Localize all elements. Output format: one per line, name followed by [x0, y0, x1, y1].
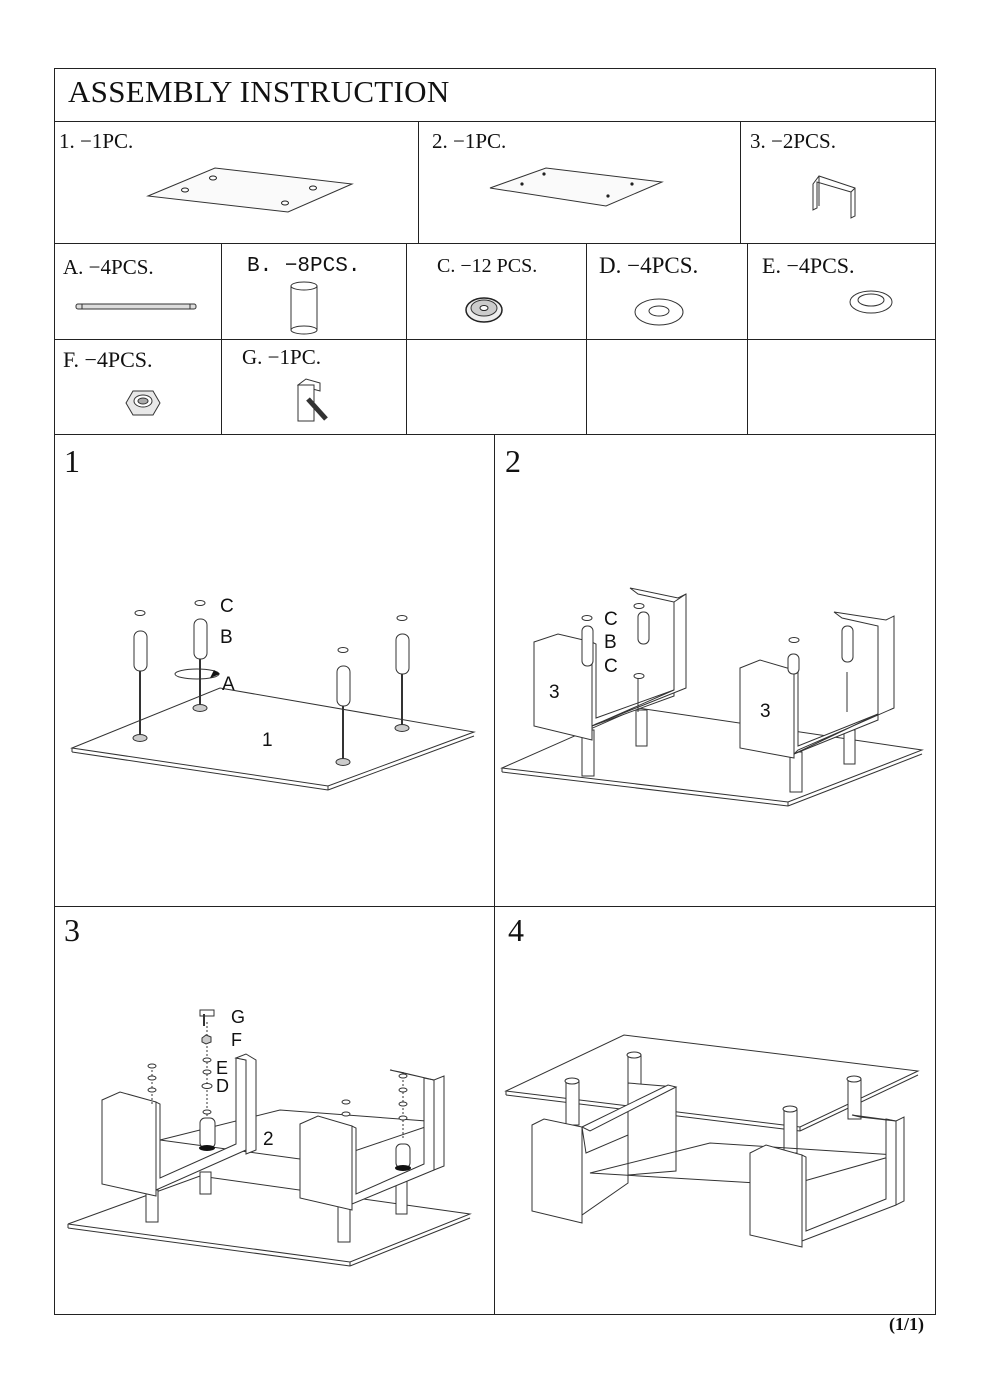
- side-frame-illustration: [805, 170, 865, 225]
- callout-part-1: 1: [262, 730, 273, 751]
- step-2-illustration: [498, 580, 928, 810]
- hardware-f-label: F. −4PCS.: [63, 347, 153, 372]
- hardware-d-label: D. −4PCS.: [599, 253, 699, 278]
- divider: [740, 121, 741, 243]
- divider: [747, 243, 748, 434]
- divider: [494, 434, 495, 1315]
- hardware-c-label: C. −12 PCS.: [437, 255, 538, 277]
- tube-spacer-illustration: [285, 278, 325, 338]
- hex-wrench-illustration: [288, 375, 333, 427]
- hardware-a-label: A. −4PCS.: [63, 255, 154, 279]
- step-2-number: 2: [505, 443, 521, 479]
- divider: [54, 243, 936, 244]
- callout-c: C: [220, 596, 234, 617]
- step-3-illustration: [60, 1000, 490, 1272]
- divider: [54, 906, 936, 907]
- divider: [54, 339, 936, 340]
- divider: [221, 243, 222, 434]
- flat-washer-illustration: [630, 294, 688, 330]
- callout-e: E: [216, 1058, 229, 1078]
- instruction-sheet-frame: [54, 68, 936, 1315]
- callout-c: C: [604, 609, 618, 630]
- callout-f: F: [231, 1030, 242, 1050]
- divider: [418, 121, 419, 243]
- hardware-g-label: G. −1PC.: [242, 345, 321, 369]
- callout-c: C: [604, 656, 618, 677]
- step-3-number: 3: [64, 912, 80, 948]
- step-4-illustration: [500, 1025, 925, 1225]
- callout-part-3-right: 3: [760, 701, 771, 722]
- step-1-number: 1: [64, 443, 80, 479]
- step-4-number: 4: [508, 912, 524, 948]
- part-2-label: 2. −1PC.: [432, 129, 507, 153]
- part-1-label: 1. −1PC.: [59, 129, 134, 153]
- hardware-e-label: E. −4PCS.: [762, 253, 855, 278]
- hardware-b-label: B. −8PCS.: [247, 255, 361, 278]
- page-title: ASSEMBLY INSTRUCTION: [68, 74, 450, 109]
- callout-d: D: [216, 1076, 229, 1096]
- part-3-label: 3. −2PCS.: [750, 129, 836, 153]
- hex-nut-illustration: [118, 385, 168, 421]
- divider: [406, 243, 407, 434]
- divider: [54, 121, 936, 122]
- threaded-rod-illustration: [72, 300, 200, 314]
- callout-part-2: 2: [263, 1129, 274, 1150]
- rubber-washer-illustration: [460, 292, 508, 328]
- callout-part-3-left: 3: [549, 682, 560, 703]
- step-1-illustration: [60, 590, 490, 800]
- divider: [586, 243, 587, 434]
- callout-g: G: [231, 1007, 246, 1027]
- divider: [54, 434, 936, 435]
- small-washer-illustration: [845, 287, 897, 317]
- lower-glass-shelf-illustration: [482, 160, 672, 210]
- glass-top-illustration: [140, 160, 360, 220]
- callout-b: B: [604, 632, 617, 653]
- callout-b: B: [220, 627, 233, 648]
- callout-a: A: [222, 674, 235, 695]
- page-number: (1/1): [889, 1314, 924, 1334]
